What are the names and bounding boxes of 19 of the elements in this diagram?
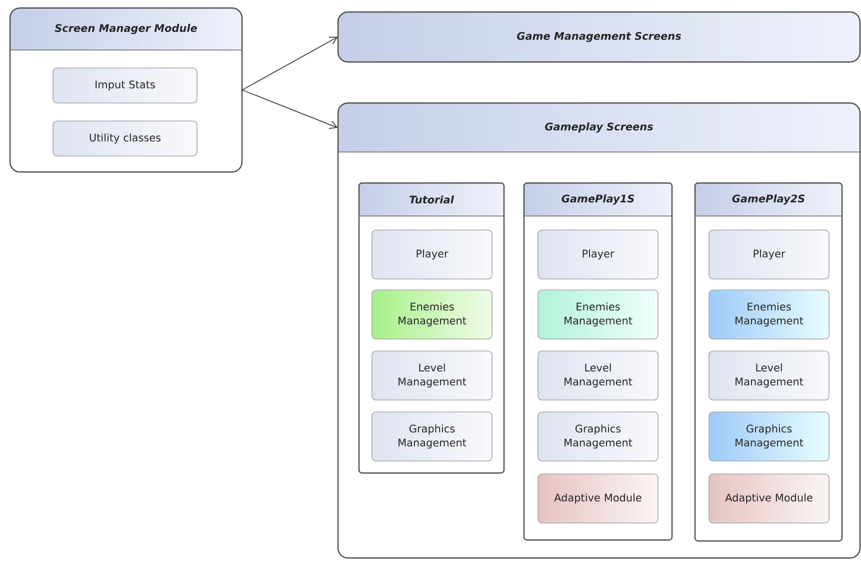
component-box: Level Management	[708, 350, 830, 400]
component-box: Player	[538, 230, 658, 280]
component-box: Enemies Management	[538, 290, 658, 340]
component-box: Graphics Management	[538, 412, 658, 462]
component-box: Utility classes	[52, 120, 198, 156]
component-box: Enemies Management	[708, 290, 830, 340]
component-box: Level Management	[372, 350, 492, 400]
component-box: Level Management	[538, 350, 658, 400]
arrow	[242, 90, 338, 130]
component-box: Imput Stats	[52, 68, 198, 104]
component-box: Graphics Management	[372, 412, 492, 462]
component-box: Player	[708, 230, 830, 280]
arrow	[242, 36, 338, 90]
component-box: Adaptive Module	[708, 474, 830, 524]
component-box: Player	[372, 230, 492, 280]
module-header: Game Management Screens	[337, 11, 861, 63]
component-box: Enemies Management	[372, 290, 492, 340]
component-box: Adaptive Module	[538, 474, 658, 524]
component-box: Graphics Management	[708, 412, 830, 462]
